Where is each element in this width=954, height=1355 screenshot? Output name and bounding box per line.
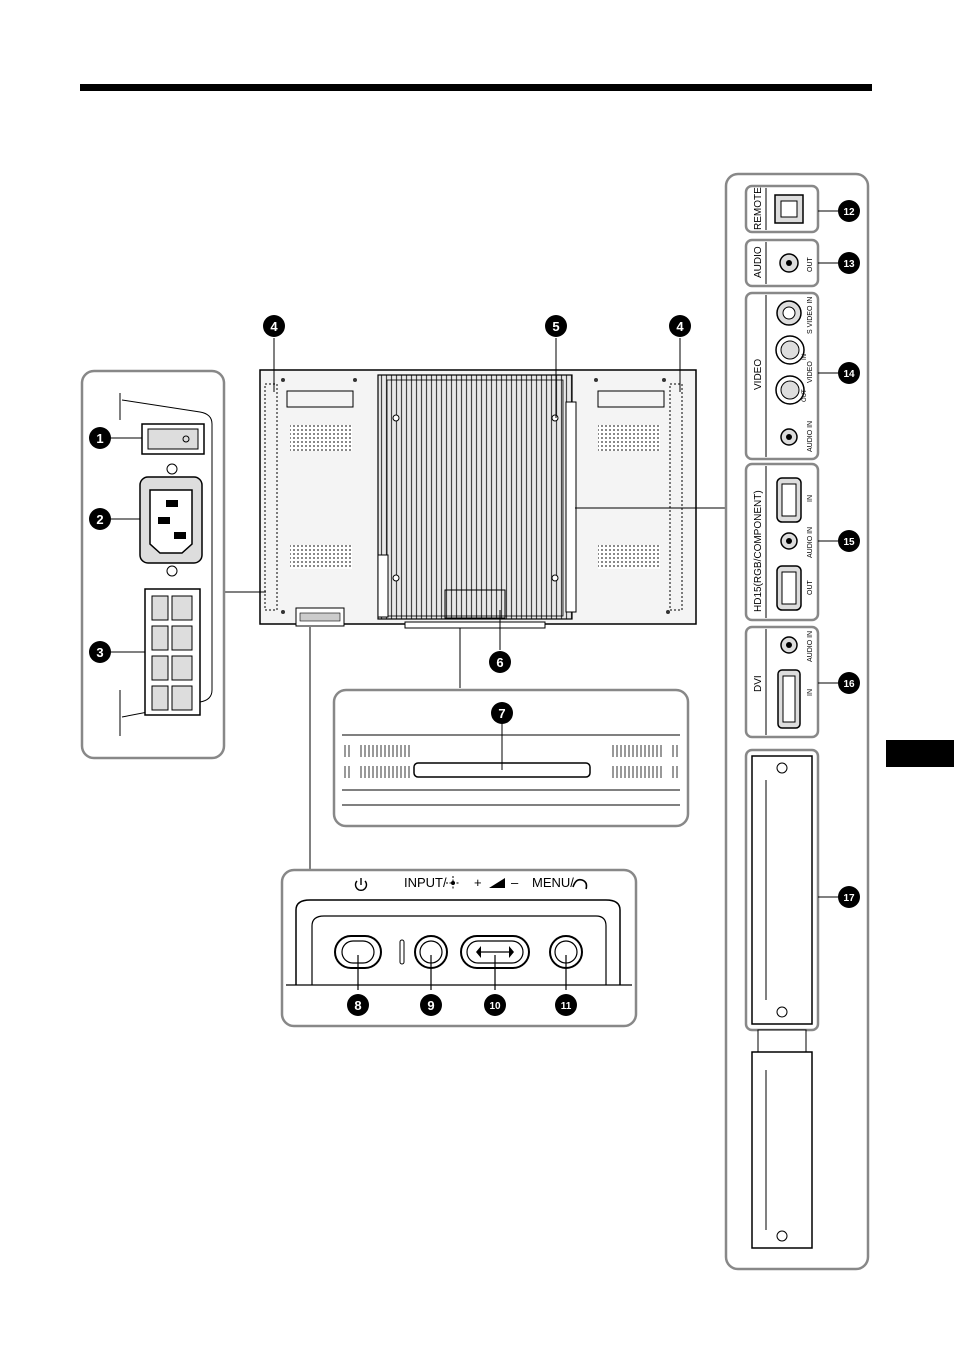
- svg-text:4: 4: [676, 319, 684, 334]
- callout-2: 2: [89, 508, 111, 530]
- callout-4-left: 4: [263, 315, 285, 337]
- svg-text:13: 13: [843, 259, 855, 270]
- remote-label: REMOTE: [753, 187, 764, 230]
- hd15-in-label: IN: [807, 495, 814, 502]
- callout-15: 15: [838, 530, 860, 552]
- control-panel: [282, 870, 636, 1026]
- section-tab: [886, 740, 954, 767]
- svg-text:1: 1: [96, 431, 103, 446]
- s-video-in-label: S VIDEO IN: [807, 297, 814, 334]
- callout-11: 11: [555, 994, 577, 1016]
- video-out-label: OUT: [802, 389, 808, 402]
- hd15-label: HD15(RGB/COMPONENT): [753, 490, 764, 612]
- video-audio-in-label: AUDIO IN: [807, 421, 814, 452]
- svg-text:5: 5: [552, 319, 559, 334]
- svg-text:12: 12: [843, 207, 855, 218]
- callout-13: 13: [838, 252, 860, 274]
- svg-text:10: 10: [489, 1001, 501, 1012]
- callout-1: 1: [89, 427, 111, 449]
- header-rule: [80, 84, 872, 91]
- audio-out-label: OUT: [807, 257, 814, 273]
- dvi-audio-in-label: AUDIO IN: [807, 631, 814, 662]
- svg-text:4: 4: [270, 319, 278, 334]
- svg-text:17: 17: [843, 893, 855, 904]
- svg-text:16: 16: [843, 679, 855, 690]
- svg-text:8: 8: [354, 998, 361, 1013]
- callout-17: 17: [838, 886, 860, 908]
- video-in-label: IN: [802, 354, 808, 360]
- video-jack-label: VIDEO: [807, 361, 814, 383]
- callout-7: 7: [491, 702, 513, 724]
- svg-text:2: 2: [96, 512, 103, 527]
- callout-3: 3: [89, 641, 111, 663]
- audio-label: AUDIO: [753, 246, 764, 278]
- callout-5: 5: [545, 315, 567, 337]
- dvi-label: DVI: [753, 675, 764, 692]
- option-slot-cover: [752, 756, 812, 1024]
- callout-6: 6: [489, 651, 511, 673]
- svg-text:11: 11: [561, 1001, 572, 1012]
- svg-text:3: 3: [96, 645, 103, 660]
- callout-12: 12: [838, 200, 860, 222]
- tv-rear-body: [260, 370, 696, 628]
- svg-text:7: 7: [498, 706, 505, 721]
- input-label: INPUT/: [404, 875, 447, 890]
- hd15-out-label: OUT: [807, 580, 814, 596]
- volume-minus-label: –: [511, 875, 519, 890]
- connector-panel: [726, 174, 868, 1269]
- callout-9: 9: [420, 994, 442, 1016]
- svg-text:14: 14: [843, 369, 855, 380]
- callout-4-right: 4: [669, 315, 691, 337]
- callout-10: 10: [484, 994, 506, 1016]
- callout-16: 16: [838, 672, 860, 694]
- svg-text:15: 15: [843, 537, 855, 548]
- svg-text:9: 9: [427, 998, 434, 1013]
- power-switch: [142, 424, 204, 454]
- svg-text:6: 6: [496, 655, 503, 670]
- speaker-terminals: [145, 589, 200, 715]
- video-section-label: VIDEO: [753, 359, 764, 390]
- hd15-audio-in-label: AUDIO IN: [807, 527, 814, 558]
- callout-8: 8: [347, 994, 369, 1016]
- volume-plus-label: +: [474, 875, 482, 890]
- ac-inlet: [140, 464, 202, 576]
- callout-14: 14: [838, 362, 860, 384]
- dvi-in-label: IN: [807, 689, 814, 696]
- menu-label: MENU/: [532, 875, 574, 890]
